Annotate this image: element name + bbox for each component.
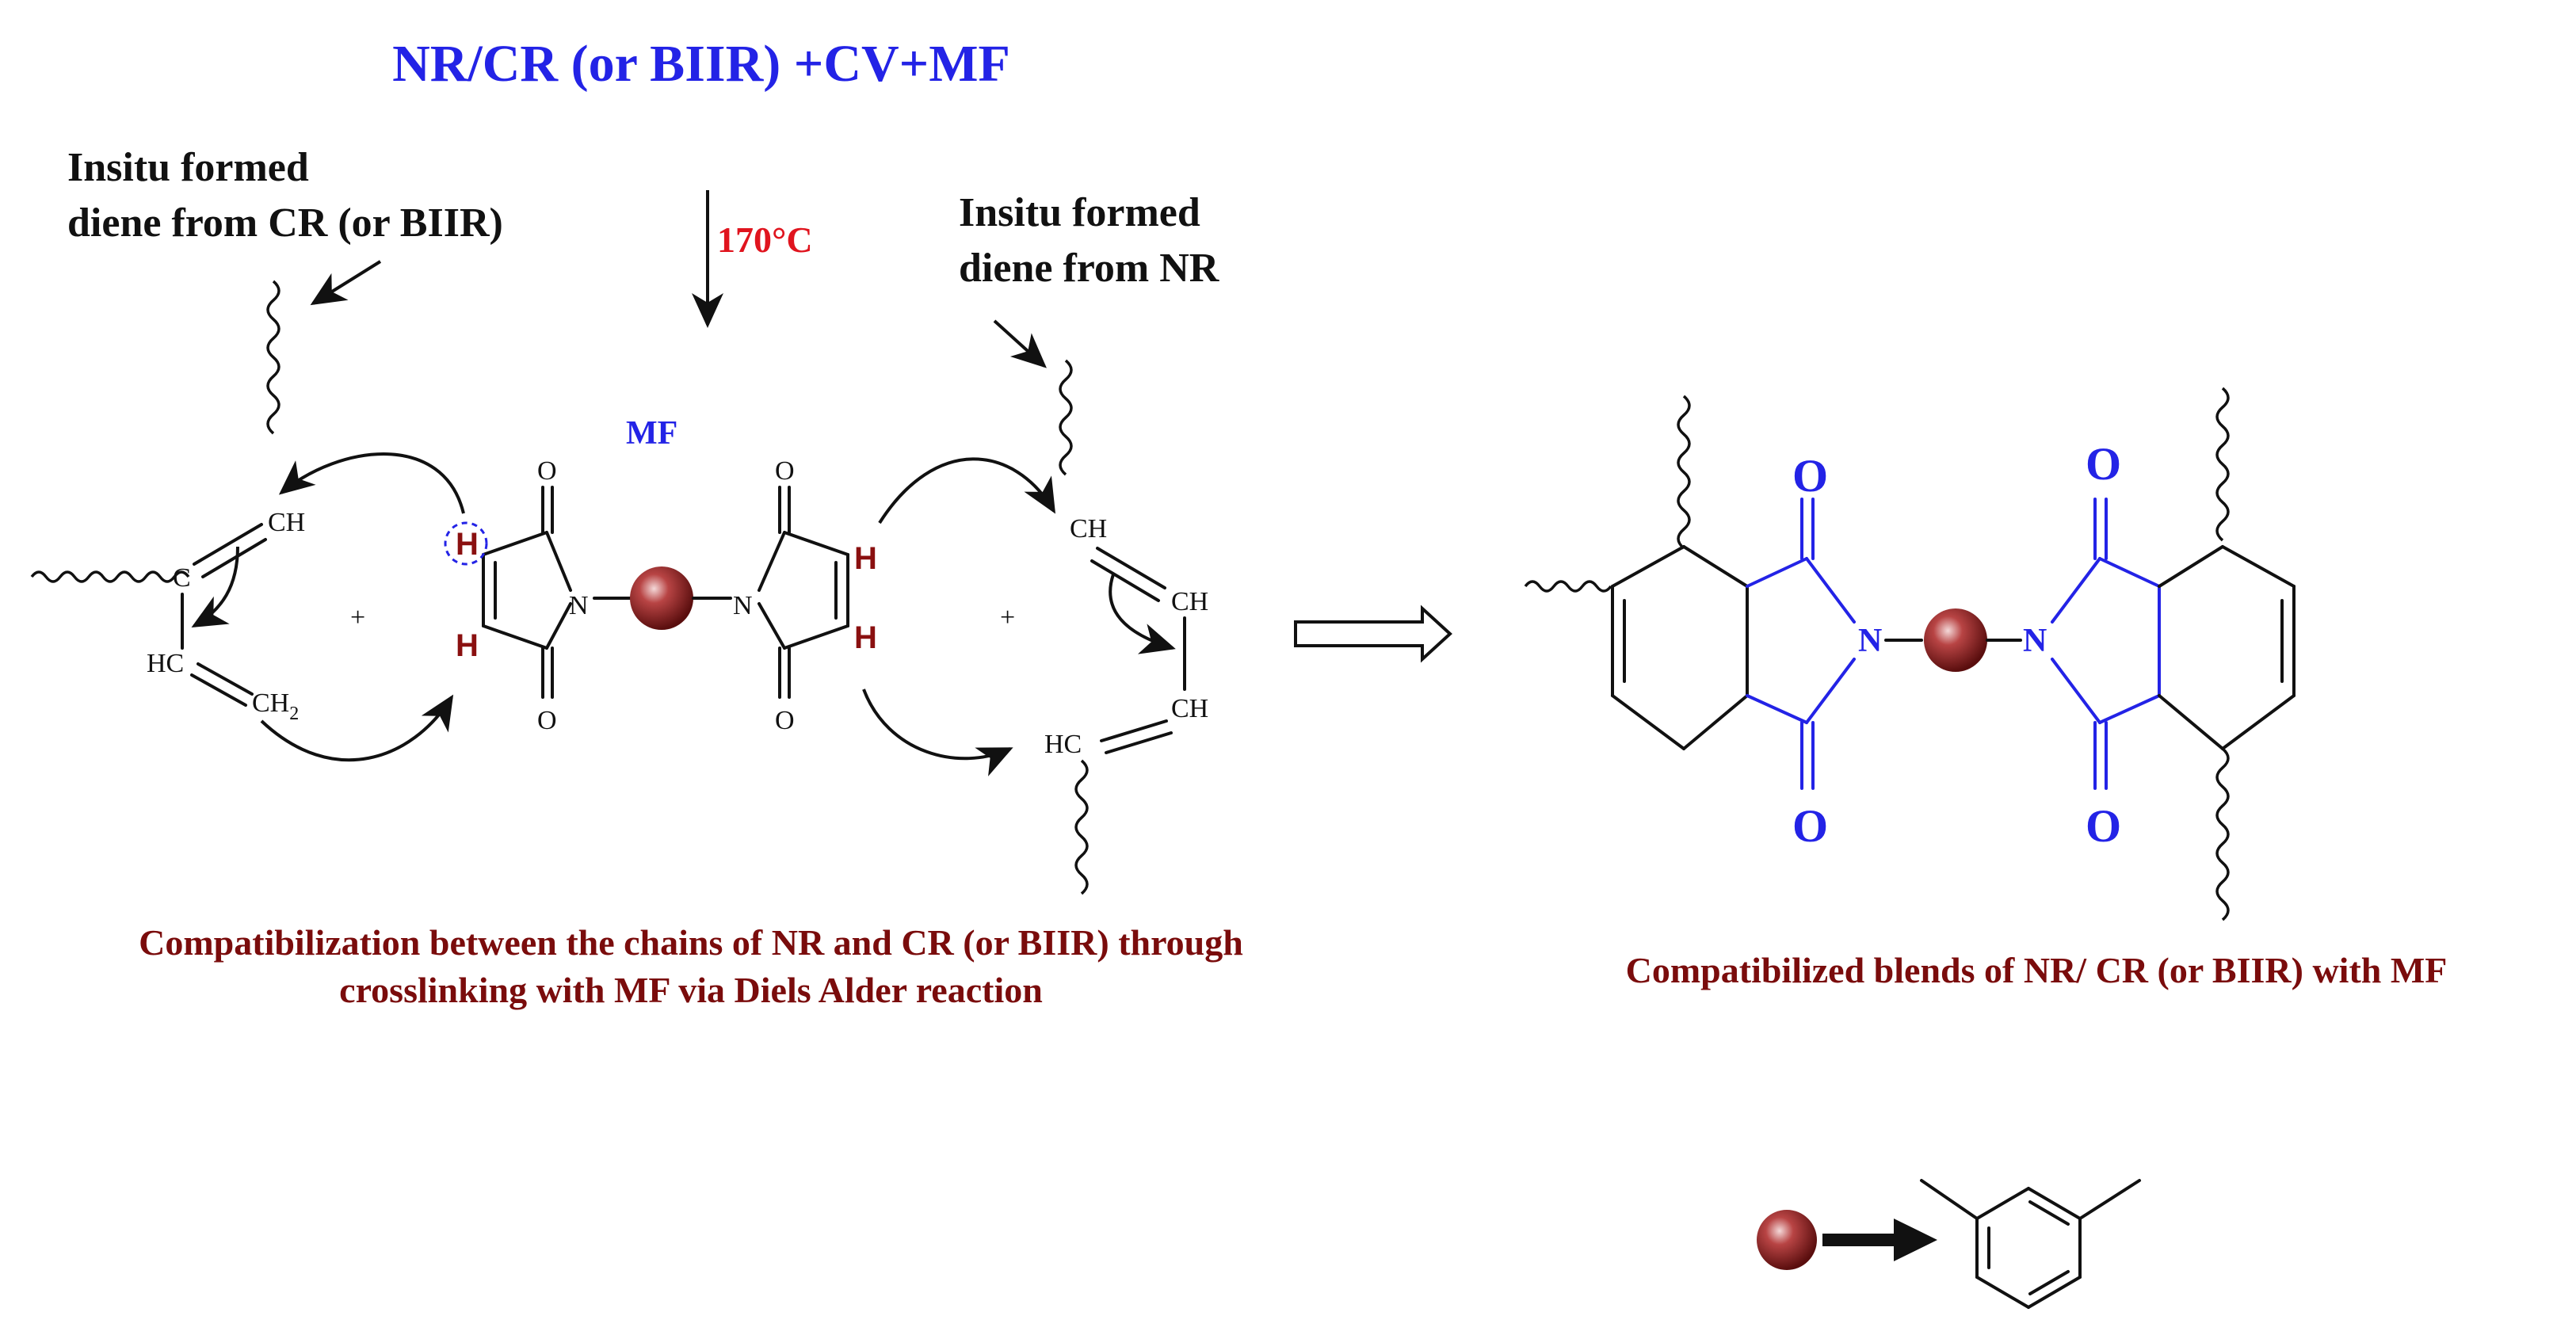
pointer-arrow-nr	[993, 319, 1047, 368]
product-o-2: O	[1792, 800, 1828, 852]
label-diene-cr-line1: Insitu formed	[67, 145, 309, 190]
atom-h-4: H	[854, 620, 877, 655]
caption-left-line2: crosslinking with MF via Diels Alder rea…	[339, 970, 1043, 1010]
sphere-legend	[1757, 1179, 2141, 1309]
caption-right: Compatibilized blends of NR/ CR (or BIIR…	[1626, 950, 2448, 990]
product-n-2: N	[2023, 623, 2047, 659]
diene-nr-structure: CH CH CH HC	[862, 359, 1208, 895]
product-structure: O O N N O O	[1524, 387, 2296, 921]
atom-ch: CH	[268, 508, 305, 537]
bismaleimide-structure: O O N H H N O O H H	[444, 456, 877, 735]
plus-left: +	[350, 603, 365, 632]
atom-ch2: CH2	[252, 688, 299, 724]
caption-left-line1: Compatibilization between the chains of …	[139, 922, 1243, 963]
label-mf: MF	[626, 415, 677, 452]
m-xylene-ring	[1920, 1179, 2141, 1309]
atom-ch-nr-1: CH	[1070, 514, 1107, 544]
atom-h-1: H	[456, 527, 479, 562]
diene-cr-structure: CH C HC CH2	[30, 280, 465, 762]
atom-hc: HC	[147, 649, 184, 678]
atom-h-2: H	[456, 628, 479, 663]
atom-h-3: H	[854, 541, 877, 576]
label-diene-nr-line1: Insitu formed	[959, 190, 1200, 235]
temperature-label: 170°C	[717, 219, 813, 260]
product-n-1: N	[1858, 623, 1882, 659]
atom-n-2: N	[733, 591, 753, 620]
scheme-title: NR/CR (or BIIR) +CV+MF	[392, 35, 1010, 93]
atom-ch-nr-2: CH	[1171, 587, 1208, 616]
pointer-arrow-cr	[310, 260, 382, 306]
label-diene-cr-line2: diene from CR (or BIIR)	[67, 200, 503, 246]
product-o-3: O	[2086, 438, 2121, 490]
atom-n-1: N	[569, 591, 589, 620]
atom-c: C	[173, 563, 191, 593]
product-o-4: O	[2086, 800, 2121, 852]
label-diene-nr-line2: diene from NR	[959, 246, 1220, 291]
plus-right: +	[1000, 603, 1015, 632]
atom-ch-nr-3: CH	[1171, 694, 1208, 723]
atom-o-4: O	[775, 706, 795, 735]
atom-o-2: O	[537, 706, 557, 735]
product-o-1: O	[1792, 450, 1828, 502]
atom-o-3: O	[775, 456, 795, 486]
atom-hc-nr: HC	[1044, 730, 1082, 759]
atom-o-1: O	[537, 456, 557, 486]
product-arrow	[1294, 605, 1452, 663]
